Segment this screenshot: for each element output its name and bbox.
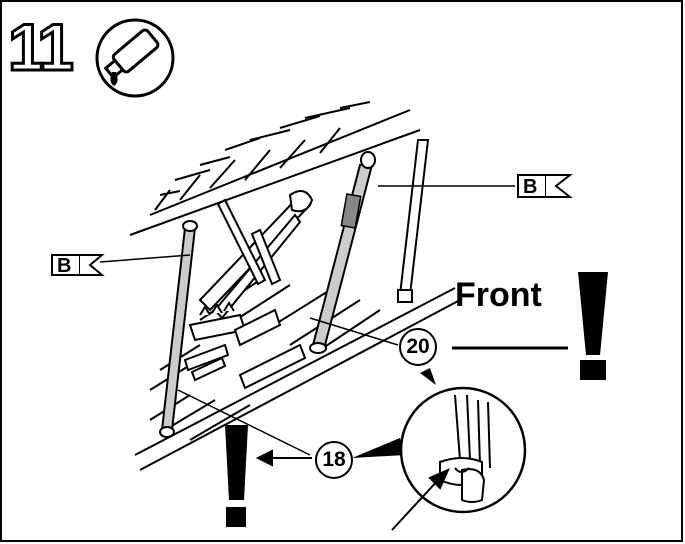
left-strut <box>159 220 198 438</box>
detail-magnifier <box>399 386 527 514</box>
arrow-18-to-warning <box>255 449 312 467</box>
tag-left-label: B <box>57 255 72 277</box>
callout-18: 18 <box>315 441 353 479</box>
tag-left <box>51 254 105 276</box>
tag-right <box>517 174 573 198</box>
cabane-struts <box>198 190 314 320</box>
front-label: Front <box>455 276 542 314</box>
glue-tube-icon <box>95 18 175 98</box>
rear-strut <box>397 139 430 303</box>
tag-right-label: B <box>523 176 538 198</box>
leader-lines <box>99 185 568 456</box>
engine-mount <box>183 301 307 390</box>
exclamation-icon-right <box>578 272 608 380</box>
right-strut <box>309 151 376 354</box>
exclamation-icon-bottom <box>225 425 248 527</box>
detail-pointer-arrow <box>391 468 450 531</box>
step-number: 11 <box>7 10 76 84</box>
callout-pointers <box>352 368 436 458</box>
callout-20: 20 <box>399 328 437 366</box>
upper-wing-ribs <box>129 101 421 236</box>
